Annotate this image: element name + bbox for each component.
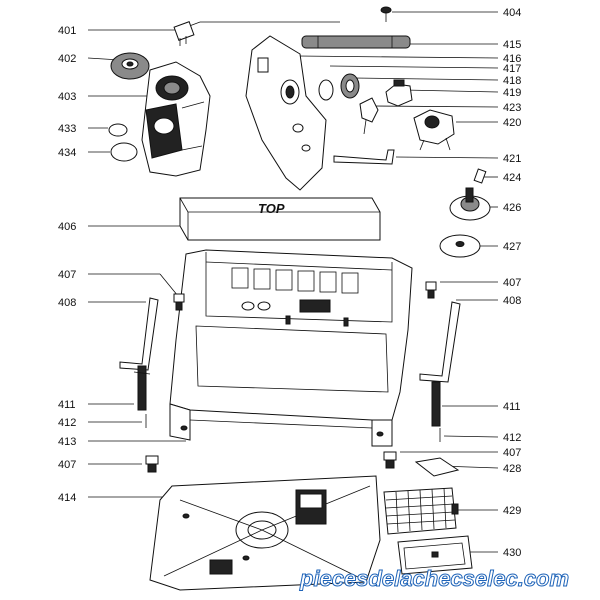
part-434-seal-ring (110, 142, 138, 162)
label-423: 423 (503, 102, 521, 114)
leader-407a-b (159, 273, 179, 297)
leader-421 (395, 156, 499, 159)
watermark-text: piecesdelachecselec.com (299, 566, 569, 591)
label-433: 433 (58, 123, 76, 135)
label-403: 403 (58, 91, 76, 103)
part-407-foot-a (173, 293, 185, 311)
part-407-foot-d (383, 451, 397, 469)
label-408-b: 408 (503, 295, 521, 307)
part-424-clip (473, 168, 487, 184)
label-421: 421 (503, 153, 521, 165)
part-415-drain-hose (301, 35, 411, 49)
label-420: 420 (503, 117, 521, 129)
label-407-d: 407 (503, 447, 521, 459)
label-404: 404 (503, 7, 521, 19)
part-429-filter-block (383, 487, 459, 535)
part-403-pump-assembly (141, 61, 211, 177)
label-401: 401 (58, 25, 76, 37)
part-416-tank-panel (245, 35, 327, 191)
labels-left: 401 402 403 433 434 406 407 408 411 412 … (58, 25, 76, 504)
part-404-screw (380, 6, 392, 22)
part-406-top-box: TOP (179, 197, 381, 241)
part-421-pipe (333, 149, 395, 165)
frame-slots (231, 267, 359, 294)
part-418-filter (340, 73, 360, 99)
part-411-spring-right (431, 381, 441, 427)
label-411-a: 411 (58, 399, 76, 411)
label-424: 424 (503, 172, 521, 184)
label-434: 434 (58, 147, 76, 159)
leader-412b (443, 435, 499, 438)
label-417: 417 (503, 63, 521, 75)
part-408-rod-left (119, 297, 159, 371)
label-415: 415 (503, 39, 521, 51)
part-433-o-ring (108, 123, 128, 137)
part-430-cover-plate (397, 535, 473, 575)
label-402: 402 (58, 53, 76, 65)
part-413-main-frame (169, 249, 413, 447)
part-419-valve (385, 79, 413, 107)
part-423-sensor (359, 97, 379, 135)
label-430: 430 (503, 547, 521, 559)
label-426: 426 (503, 202, 521, 214)
leader-419 (403, 89, 499, 93)
leader-418 (353, 77, 499, 81)
part-417-o-ring (318, 79, 334, 101)
label-416: 416 (503, 53, 521, 65)
label-412-b: 412 (503, 432, 521, 444)
label-429: 429 (503, 505, 521, 517)
leader-417 (329, 65, 499, 69)
label-418: 418 (503, 75, 521, 87)
labels-right: 404 415 416 417 418 419 423 420 421 424 … (503, 7, 521, 559)
box-top-text: TOP (258, 201, 285, 216)
label-407-c: 407 (58, 459, 76, 471)
label-407-a: 407 (58, 269, 76, 281)
part-426-motor-base (449, 187, 491, 221)
label-414: 414 (58, 492, 76, 504)
label-419: 419 (503, 87, 521, 99)
part-428-pad (414, 457, 460, 477)
part-407-foot-c (145, 455, 159, 473)
part-411-spring-left (133, 365, 151, 411)
part-402-gear (110, 52, 150, 80)
part-401-power-cord (173, 21, 340, 46)
label-413: 413 (58, 436, 76, 448)
label-406: 406 (58, 221, 76, 233)
label-412-a: 412 (58, 417, 76, 429)
label-408-a: 408 (58, 297, 76, 309)
label-427: 427 (503, 241, 521, 253)
label-411-b: 411 (503, 401, 521, 413)
part-407-foot-b (425, 281, 437, 299)
part-408-rod-right (419, 301, 461, 383)
label-407-b: 407 (503, 277, 521, 289)
label-428: 428 (503, 463, 521, 475)
leader-416 (297, 55, 499, 59)
filter-grid (385, 487, 456, 533)
part-427-disc (439, 234, 481, 258)
part-420-inlet-valve (413, 109, 455, 151)
leader-423 (371, 105, 499, 108)
part-414-base-plate (149, 475, 381, 591)
